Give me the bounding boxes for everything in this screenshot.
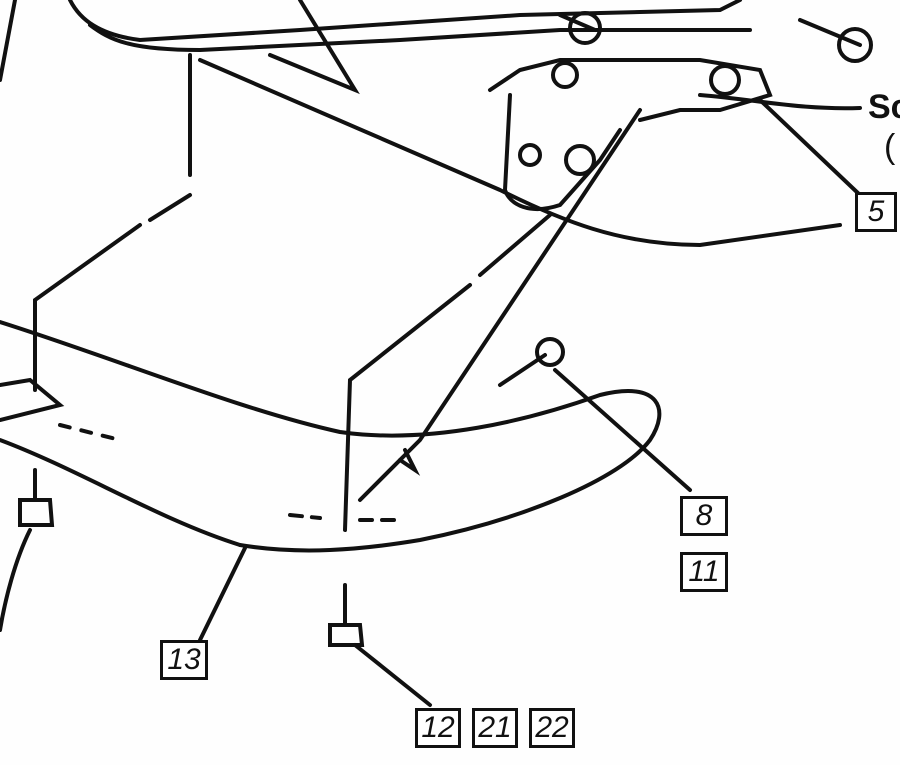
partial-label-text: Sc <box>868 88 900 126</box>
callout-21: 21 <box>472 708 518 748</box>
leader-8 <box>553 368 692 492</box>
crossmember-dash <box>58 423 122 442</box>
upper-bracket-lower-edge <box>88 23 752 53</box>
crossmember-upper <box>0 320 662 553</box>
bolt-head <box>564 144 596 176</box>
callout-5: 5 <box>855 192 897 232</box>
bolt-head <box>518 143 542 167</box>
leader-left <box>0 528 32 632</box>
bracket-arm <box>488 58 773 122</box>
leader-13 <box>198 546 247 642</box>
upper-bracket <box>68 0 742 43</box>
long-diagonal <box>198 58 842 248</box>
leader-12 <box>353 643 432 707</box>
bolt-12-head <box>328 623 365 647</box>
callout-22: 22 <box>529 708 575 748</box>
callout-11: 11 <box>680 552 728 592</box>
centerline-center <box>343 213 552 532</box>
bolt-8-head <box>535 337 565 367</box>
centerline-left <box>33 53 192 392</box>
left-tab <box>0 377 65 422</box>
top-bolt-head <box>568 11 602 45</box>
partial-label-paren: ( <box>884 128 896 166</box>
callout-13: 13 <box>160 640 208 680</box>
crossmember-lower <box>0 438 242 547</box>
crossmember-slot <box>288 513 402 522</box>
leader-sc <box>698 93 862 111</box>
callout-8: 8 <box>680 496 728 536</box>
top-bolt <box>558 13 862 47</box>
bolt-left-head <box>18 498 55 527</box>
arrow-head <box>398 448 421 476</box>
leader-5 <box>758 98 862 197</box>
nut <box>709 64 741 96</box>
callout-12: 12 <box>415 708 461 748</box>
top-bolt-head <box>837 27 873 63</box>
arrow-line <box>358 108 642 502</box>
diagonal-v <box>268 0 360 95</box>
left-vertical <box>0 0 17 82</box>
nut <box>551 61 579 89</box>
